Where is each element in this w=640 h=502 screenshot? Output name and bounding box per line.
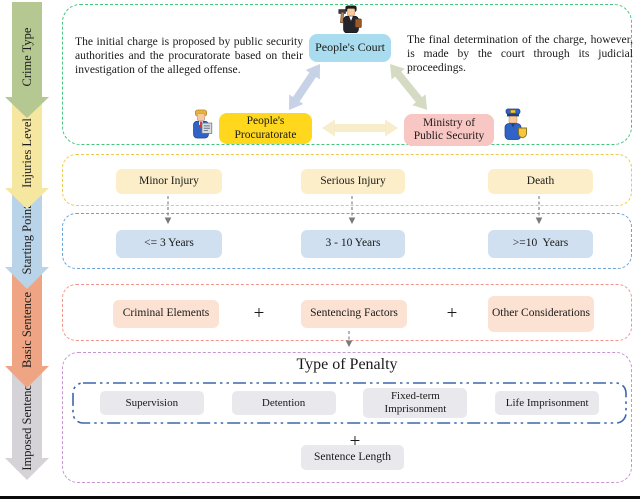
crime-type-section: The initial charge is proposed by public… xyxy=(62,4,633,146)
prosecutor-icon xyxy=(193,109,213,139)
plus-sign: + xyxy=(349,431,361,452)
imposed-sentence-section: Type of Penalty Supervision Detention Fi… xyxy=(62,352,632,483)
starting-point-section: <= 3 Years 3 - 10 Years >=10 Years xyxy=(62,213,632,269)
basic-sentence-section: Criminal Elements + Sentencing Factors +… xyxy=(62,284,632,341)
starting-point-node-le3: <= 3 Years xyxy=(116,230,222,258)
injury-node-minor: Minor Injury xyxy=(116,169,222,194)
stage-arrow-imposed-sentence: Imposed Sentence xyxy=(5,364,49,480)
stage-arrow-crime-type: Crime Type xyxy=(5,2,49,118)
penalty-node-supervision: Supervision xyxy=(99,391,204,415)
penalty-node-life: Life Imprisonment xyxy=(495,391,600,415)
stage-arrow-injuries-level: Injuries Level xyxy=(5,103,49,209)
stage-label: Crime Type xyxy=(20,27,34,86)
plus-sign: + xyxy=(253,303,265,324)
final-determination-note: The final determination of the charge, h… xyxy=(407,33,633,74)
starting-point-node-ge10: >=10 Years xyxy=(488,230,593,258)
initial-charge-note: The initial charge is proposed by public… xyxy=(75,35,303,76)
injuries-level-section: Minor Injury Serious Injury Death xyxy=(62,154,632,206)
penalty-node-detention: Detention xyxy=(231,391,336,415)
plus-sign: + xyxy=(446,303,458,324)
police-officer-icon xyxy=(504,108,527,140)
ministry-public-security-node: Ministry of Public Security xyxy=(404,114,494,146)
stage-label: Basic Sentence xyxy=(20,292,34,368)
sentencing-factors-node: Sentencing Factors xyxy=(301,300,407,328)
penalty-type-group: Supervision Detention Fixed-term Impriso… xyxy=(72,382,627,424)
stage-arrow-basic-sentence: Basic Sentence xyxy=(5,266,49,388)
process-stage-sidebar: Imposed Sentence Basic Sentence Starting… xyxy=(5,2,49,480)
stage-arrow-starting-point: Starting Point xyxy=(5,194,49,289)
sentence-length-node: Sentence Length xyxy=(301,445,404,470)
injury-node-serious: Serious Injury xyxy=(301,169,405,194)
type-of-penalty-title: Type of Penalty xyxy=(296,356,398,373)
stage-label: Injuries Level xyxy=(20,118,34,188)
stage-label: Imposed Sentence xyxy=(20,379,34,471)
peoples-court-node: People's Court xyxy=(309,34,391,62)
other-considerations-node: Other Considerations xyxy=(488,296,594,332)
criminal-elements-node: Criminal Elements xyxy=(113,300,219,328)
stage-label: Starting Point xyxy=(20,205,34,275)
starting-point-node-3to10: 3 - 10 Years xyxy=(301,230,405,258)
figure-bottom-rule xyxy=(0,496,640,499)
penalty-group-border xyxy=(72,382,627,424)
judge-icon xyxy=(338,5,362,33)
injury-node-death: Death xyxy=(488,169,593,194)
penalty-node-fixed-term: Fixed-term Imprisonment xyxy=(363,388,468,418)
peoples-procuratorate-node: People's Procuratorate xyxy=(219,113,312,144)
